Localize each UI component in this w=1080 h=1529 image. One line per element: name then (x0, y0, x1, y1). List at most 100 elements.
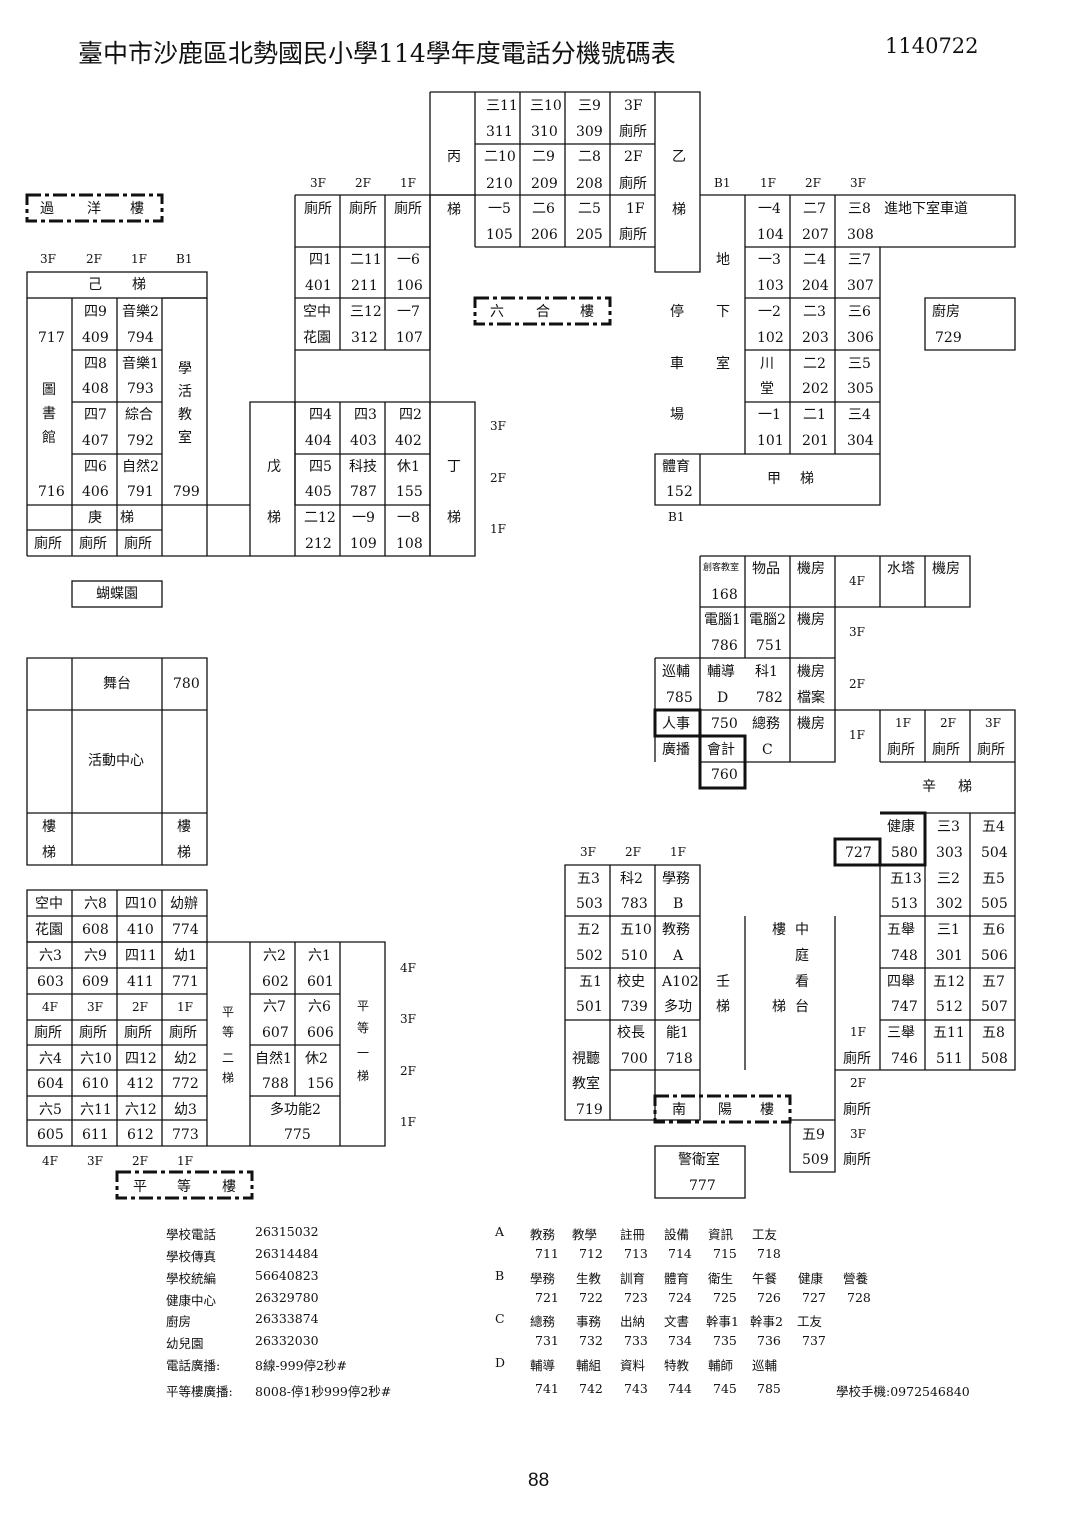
library-label: 書 (42, 406, 56, 422)
room-label: 一1 (758, 407, 781, 423)
restroom: 廁所 (124, 1025, 152, 1041)
restroom: 廁所 (619, 176, 647, 192)
ext-label: 註冊 (620, 1227, 646, 1242)
room-ext: 506 (981, 948, 1008, 964)
butterfly-garden: 蝴蝶園 (96, 586, 138, 602)
room-ext: 509 (802, 1152, 829, 1168)
floor-label: 4F (849, 574, 865, 588)
ext-label: 工友 (752, 1227, 778, 1242)
stage: 舞台 (103, 676, 131, 692)
floor-label: 3F (400, 1012, 416, 1026)
xin-stair: 梯 (958, 779, 972, 795)
stair-label: 樓 (42, 819, 56, 835)
room-label: 四12 (125, 1051, 157, 1067)
legend-label: 學校傳真 (166, 1249, 217, 1264)
accounting: 會計 (707, 742, 735, 758)
sky-garden: 空中 (303, 304, 331, 320)
room-ext: 505 (981, 896, 1008, 912)
room-label: 五3 (577, 871, 600, 887)
restroom: 廁所 (394, 201, 422, 217)
room-ext: 513 (891, 896, 918, 912)
floor-label: 1F (850, 1025, 866, 1039)
ren-stair: 壬 (716, 974, 730, 990)
room-label: 五10 (620, 922, 652, 938)
pingdeng-label: 等 (177, 1179, 191, 1195)
multipurpose-1: 能1 (666, 1025, 689, 1041)
activity-room-label: 室 (178, 430, 192, 446)
xin-stair: 辛 (922, 779, 936, 795)
room-label: 一7 (397, 304, 420, 320)
east-floor: 3F (850, 176, 866, 190)
room-ext: 105 (486, 227, 513, 243)
room-ext: 208 (576, 176, 603, 192)
floor-label: 4F (42, 1154, 58, 1168)
room-ext: 508 (981, 1051, 1008, 1067)
ext-label: 教務 (530, 1227, 556, 1242)
room-ext: 212 (305, 536, 332, 552)
room-label: 三8 (848, 201, 871, 217)
liuhe-label: 樓 (580, 304, 594, 320)
sky-garden: 花園 (35, 922, 63, 938)
room-label: 二2 (803, 356, 826, 372)
pingdeng-stair-2: 平 (222, 1005, 235, 1019)
pingdeng-stair-2: 等 (222, 1025, 235, 1039)
floor-label: 1F (400, 1115, 416, 1129)
ext-number: 731 (535, 1333, 559, 1348)
ext-number: 745 (713, 1381, 737, 1396)
pingdeng-label: 樓 (222, 1179, 236, 1195)
parking-label: 停 (670, 304, 684, 320)
machine-room: 機房 (797, 664, 825, 680)
room-label: 六1 (308, 948, 331, 964)
room-label: 二7 (803, 201, 826, 217)
multipurpose-1-ext: 718 (666, 1051, 693, 1067)
accounting-ext: 760 (711, 767, 738, 783)
restroom: 廁所 (843, 1051, 871, 1067)
room-label: 音樂2 (122, 304, 159, 320)
room-label: 二8 (578, 149, 601, 165)
room-label: 五4 (982, 819, 1005, 835)
floor-label: 1F (177, 1000, 193, 1014)
floor-b1: B1 (668, 510, 685, 524)
water-tower: 水塔 (887, 561, 915, 577)
room-label: 四10 (125, 896, 157, 912)
courtyard-label: 中 (795, 922, 809, 938)
pingdeng-stair-1: 等 (357, 1021, 370, 1035)
ext-label: 出納 (620, 1314, 646, 1329)
restroom: 廁所 (34, 1025, 62, 1041)
legend-label: 平等樓廣播: (166, 1384, 233, 1399)
room-label: 休1 (397, 459, 420, 475)
room-label: 四9 (84, 304, 107, 320)
storage-room: 物品 (752, 561, 780, 577)
room-ext: 611 (82, 1127, 109, 1143)
room-ext: 601 (307, 974, 334, 990)
room-ext: 511 (936, 1051, 963, 1067)
ext-number: 711 (535, 1246, 559, 1261)
guoyang-label-1: 過 (40, 201, 54, 217)
principal-office: 校長 (617, 1025, 645, 1041)
ext-number: 742 (579, 1381, 603, 1396)
machine-room: 機房 (932, 561, 960, 577)
room-label: 幼2 (174, 1051, 197, 1067)
floor-label: 2F (849, 677, 865, 691)
ext-label: 資訊 (708, 1227, 734, 1242)
ext-label: 學務 (530, 1271, 556, 1286)
room-ext: 504 (981, 845, 1008, 861)
legend-key: C (495, 1311, 505, 1326)
school-history: 校史 (617, 974, 645, 990)
room-ext: 301 (936, 948, 963, 964)
west-floor: 2F (86, 252, 102, 266)
room-label: 一8 (397, 510, 420, 526)
room-label: 三12 (350, 304, 382, 320)
room-label: 五13 (890, 871, 922, 887)
restroom: 廁所 (843, 1102, 871, 1118)
floor-label: 2F (850, 1076, 866, 1090)
floor-label: 3F (87, 1000, 103, 1014)
room-label: 六11 (80, 1102, 112, 1118)
room-ext: 609 (82, 974, 109, 990)
room-label: 堂 (760, 381, 774, 397)
ext-number: 734 (668, 1333, 692, 1348)
courtyard-label: 梯 (772, 999, 786, 1015)
floor-label: 3F (87, 1154, 103, 1168)
nanyang-label: 陽 (718, 1102, 732, 1118)
ext-label: 生教 (576, 1271, 602, 1286)
